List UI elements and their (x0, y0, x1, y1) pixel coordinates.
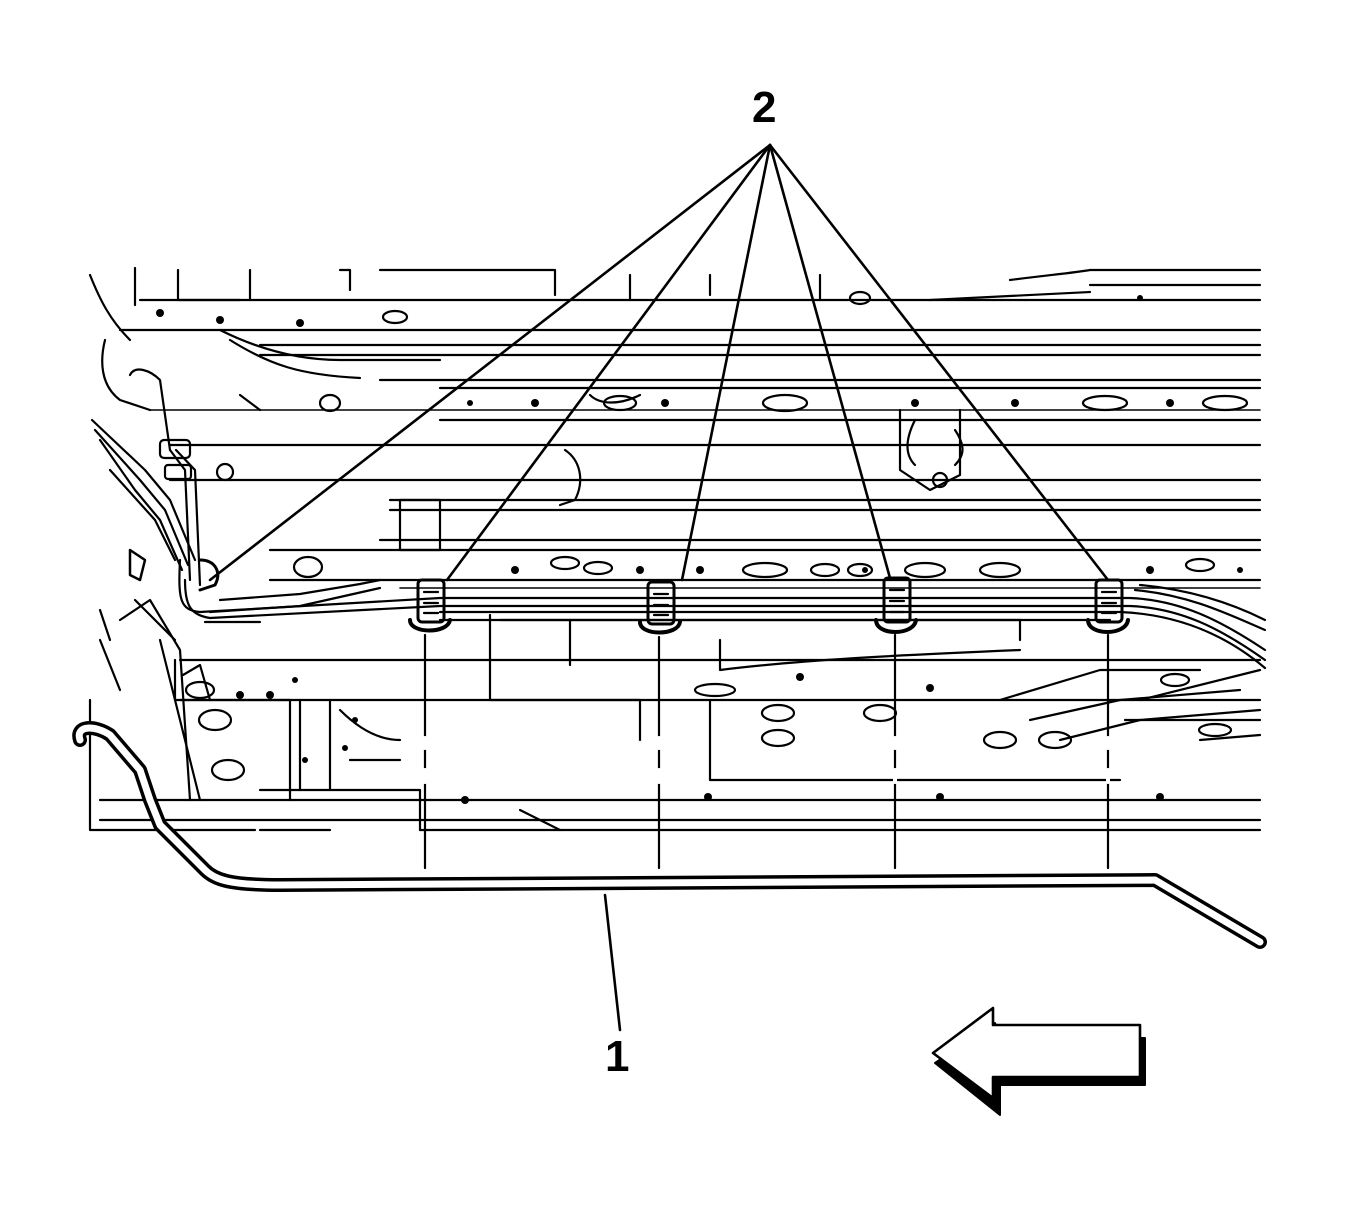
retainer-clip (874, 576, 918, 634)
line-bundle (90, 368, 1267, 702)
retainer-clip (638, 580, 682, 635)
drop-lines (423, 633, 1110, 870)
callout-label-2: 2 (752, 83, 777, 132)
callout-label-1: 1 (605, 1032, 630, 1081)
callout-2-leaders (208, 143, 1110, 582)
retainer-clip (408, 578, 452, 633)
left-arrow-icon (931, 1006, 1146, 1116)
replacement-pipe (72, 721, 1267, 949)
clip-group (408, 576, 1130, 635)
floor-pan-structure (88, 266, 1262, 832)
callout-1-leader (603, 893, 622, 1032)
